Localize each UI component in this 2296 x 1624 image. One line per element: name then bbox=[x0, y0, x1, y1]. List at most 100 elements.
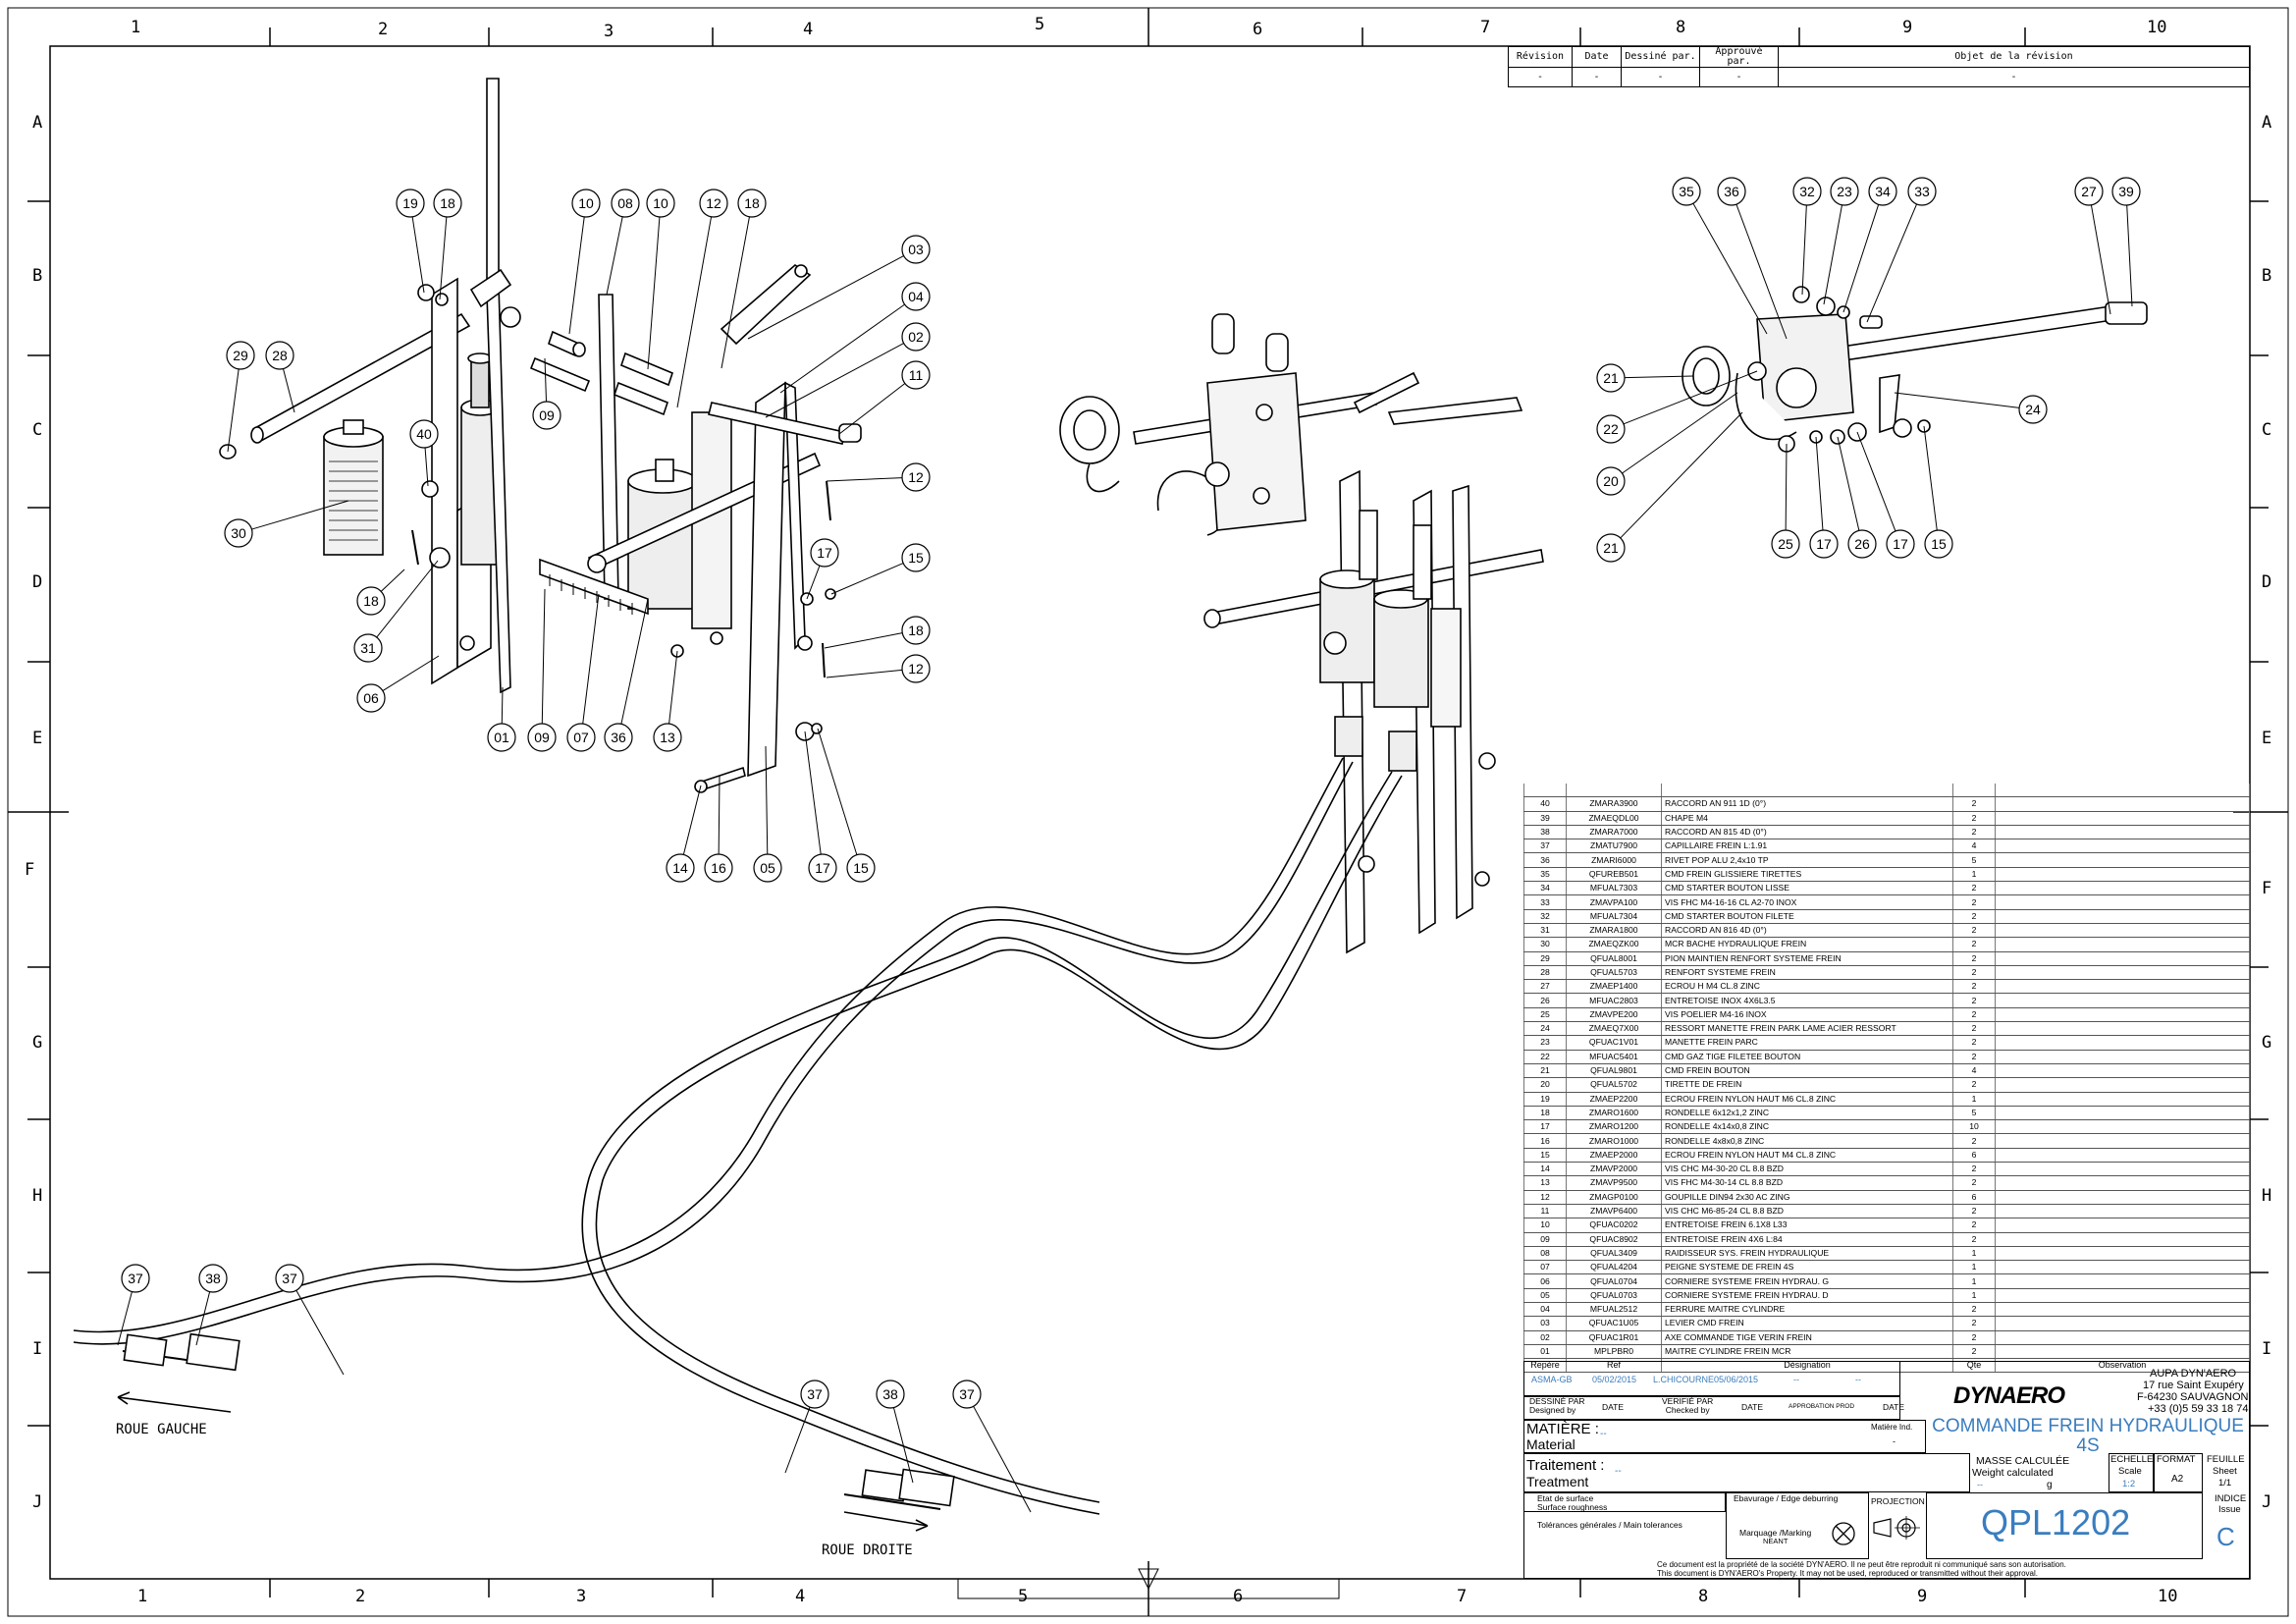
parts-observation bbox=[1995, 1288, 2250, 1303]
grid-col-1: 1 bbox=[131, 18, 141, 37]
balloon-label: 18 bbox=[744, 195, 760, 211]
parts-qte: 2 bbox=[1952, 1232, 1996, 1247]
balloon-circle bbox=[121, 1264, 150, 1293]
parts-repere: 31 bbox=[1523, 923, 1567, 939]
parts-repere: 19 bbox=[1523, 1092, 1567, 1107]
parts-ref: QFUAL0703 bbox=[1566, 1288, 1662, 1303]
parts-designation: LEVIER CMD FREIN bbox=[1661, 1316, 1953, 1331]
material-label: Material bbox=[1526, 1436, 1575, 1452]
leader-line bbox=[973, 1406, 1032, 1513]
parts-ref: QFUAC1R01 bbox=[1566, 1330, 1662, 1345]
parts-designation: CORNIERE SYSTEME FREIN HYDRAU. G bbox=[1661, 1273, 1953, 1289]
leader-line bbox=[195, 1291, 211, 1346]
rev-value: - bbox=[1699, 67, 1779, 87]
scale-value: 1:2 bbox=[2122, 1479, 2136, 1489]
parts-qte: 6 bbox=[1952, 1148, 1996, 1164]
parts-observation bbox=[1995, 993, 2250, 1008]
rev-value: - bbox=[1508, 67, 1573, 87]
leader-line bbox=[2126, 204, 2133, 307]
balloon-label: 37 bbox=[128, 1271, 143, 1286]
parts-repere: 30 bbox=[1523, 937, 1567, 952]
parts-ref: MFUAL2512 bbox=[1566, 1302, 1662, 1318]
matiere-value: -- bbox=[1600, 1429, 1607, 1439]
balloon-label: 32 bbox=[1799, 184, 1815, 199]
parts-designation: RENFORT SYSTEME FREIN bbox=[1661, 965, 1953, 981]
balloon-label: 11 bbox=[909, 367, 924, 383]
parts-ref: ZMAEQ7X00 bbox=[1566, 1021, 1662, 1037]
revision-header-row: Révision Date Dessiné par. Approuvé par.… bbox=[1508, 46, 2250, 68]
parts-repere: 20 bbox=[1523, 1077, 1567, 1093]
leader-line bbox=[501, 686, 504, 725]
parts-qte: 4 bbox=[1952, 1063, 1996, 1079]
format-value: A2 bbox=[2171, 1474, 2184, 1485]
parts-repere: 36 bbox=[1523, 852, 1567, 868]
balloon-label: 40 bbox=[416, 426, 432, 442]
parts-observation bbox=[1995, 1021, 2250, 1037]
balloon-label: 22 bbox=[1603, 421, 1619, 437]
parts-designation: MAITRE CYLINDRE FREIN MCR bbox=[1661, 1344, 1953, 1360]
parts-designation: RACCORD AN 816 4D (0°) bbox=[1661, 923, 1953, 939]
leader-line bbox=[606, 216, 623, 296]
balloon-label: 01 bbox=[494, 730, 509, 745]
leader-line bbox=[620, 598, 649, 725]
parts-designation: ECROU FREIN NYLON HAUT M6 CL.8 ZINC bbox=[1661, 1092, 1953, 1107]
balloon-label: 35 bbox=[1679, 184, 1694, 199]
parts-ref: ZMAVPE200 bbox=[1566, 1007, 1662, 1023]
parts-qte: 2 bbox=[1952, 937, 1996, 952]
matiere-ind-value: - bbox=[1893, 1436, 1896, 1446]
balloon-circle bbox=[846, 853, 876, 883]
parts-repere: 06 bbox=[1523, 1273, 1567, 1289]
parts-repere: 03 bbox=[1523, 1316, 1567, 1331]
parts-qte: 4 bbox=[1952, 839, 1996, 854]
leader-line bbox=[1842, 204, 1880, 313]
parts-designation: CHAPE M4 bbox=[1661, 811, 1953, 826]
parts-observation bbox=[1995, 1246, 2250, 1262]
parts-qte: 2 bbox=[1952, 979, 1996, 995]
leader-line bbox=[806, 565, 821, 600]
balloon-circle bbox=[810, 538, 839, 568]
etat-label: Etat de surface bbox=[1537, 1493, 1594, 1503]
parts-ref: QFUAL4204 bbox=[1566, 1260, 1662, 1275]
parts-ref: ZMARO1000 bbox=[1566, 1133, 1662, 1149]
parts-designation: RIVET POP ALU 2,4x10 TP bbox=[1661, 852, 1953, 868]
leader-line bbox=[411, 216, 425, 294]
leader-line bbox=[676, 216, 713, 408]
parts-observation bbox=[1995, 965, 2250, 981]
parts-qte: 2 bbox=[1952, 951, 1996, 966]
balloon-circle bbox=[566, 723, 596, 752]
rev-header-object: Objet de la révision bbox=[1778, 46, 2250, 68]
part-number: QPL1202 bbox=[1981, 1502, 2131, 1543]
balloon-circle bbox=[1907, 177, 1937, 206]
parts-qte: 5 bbox=[1952, 1106, 1996, 1121]
balloon-circle bbox=[901, 322, 931, 352]
parts-repere: 33 bbox=[1523, 894, 1567, 910]
revision-row: - - - - - bbox=[1508, 67, 2250, 87]
leader-line bbox=[251, 500, 349, 530]
leader-line bbox=[1735, 203, 1788, 340]
format-label: FORMAT bbox=[2157, 1454, 2196, 1465]
grid-row-B: B bbox=[32, 266, 43, 286]
copyright-fr: Ce document est la propriété de la socié… bbox=[1657, 1560, 2066, 1569]
leader-line bbox=[1856, 431, 1896, 532]
projection-label: PROJECTION bbox=[1871, 1496, 1925, 1506]
leader-line bbox=[1894, 392, 2020, 408]
leader-line bbox=[376, 560, 439, 638]
grid-col-5: 5 bbox=[1035, 15, 1045, 34]
leader-line bbox=[582, 593, 600, 725]
leader-line bbox=[1623, 370, 1758, 425]
leader-line bbox=[1815, 436, 1824, 531]
parts-designation: CORNIERE SYSTEME FREIN HYDRAU. D bbox=[1661, 1288, 1953, 1303]
parts-observation bbox=[1995, 1302, 2250, 1318]
parts-designation: RACCORD AN 815 4D (0°) bbox=[1661, 825, 1953, 840]
parts-observation bbox=[1995, 1148, 2250, 1164]
parts-ref: ZMARA3900 bbox=[1566, 796, 1662, 812]
